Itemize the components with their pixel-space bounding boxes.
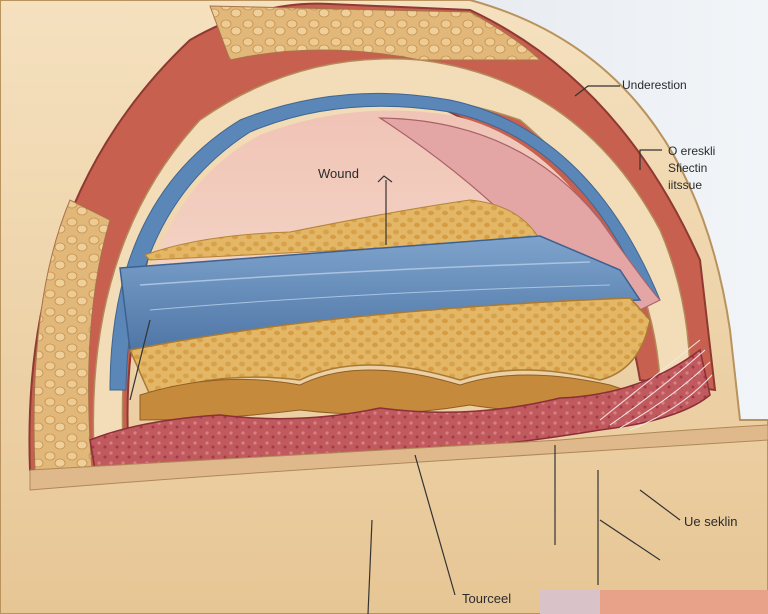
label-bottom: Tourceel: [462, 591, 512, 606]
subcutaneous-fat-layer: [128, 297, 651, 396]
leader-left: [129, 319, 151, 401]
label-skin: Ue seklin: [684, 514, 738, 529]
leader-wound-tick: [377, 175, 393, 183]
color-scale-bar-left: [540, 590, 600, 614]
label-side-line: iitssue: [668, 178, 703, 192]
dermis-strip: [29, 424, 768, 491]
leader-underlayer: [574, 85, 620, 97]
leader-bottom-2: [367, 519, 373, 614]
blue-band-highlight: [149, 284, 611, 311]
top-fat-layer: [209, 5, 542, 61]
leader-skin-1: [639, 489, 681, 521]
label-side-line: O ereskli: [668, 144, 716, 158]
leader-lines: [129, 85, 681, 614]
nerve-fibers: [599, 339, 713, 431]
label-wound: Wound: [318, 166, 359, 181]
label-underlayer: Underestion: [622, 78, 687, 92]
blue-band-highlight: [139, 261, 591, 286]
leader-bottom-1: [414, 454, 456, 596]
leader-skin-2: [599, 519, 661, 561]
label-side-line: Sfiectin: [668, 161, 708, 175]
outer-fat-layer: [33, 199, 111, 471]
leader-side: [639, 149, 662, 170]
label-side-tissue: O ereskli Sfiectin iitssue: [668, 143, 715, 194]
